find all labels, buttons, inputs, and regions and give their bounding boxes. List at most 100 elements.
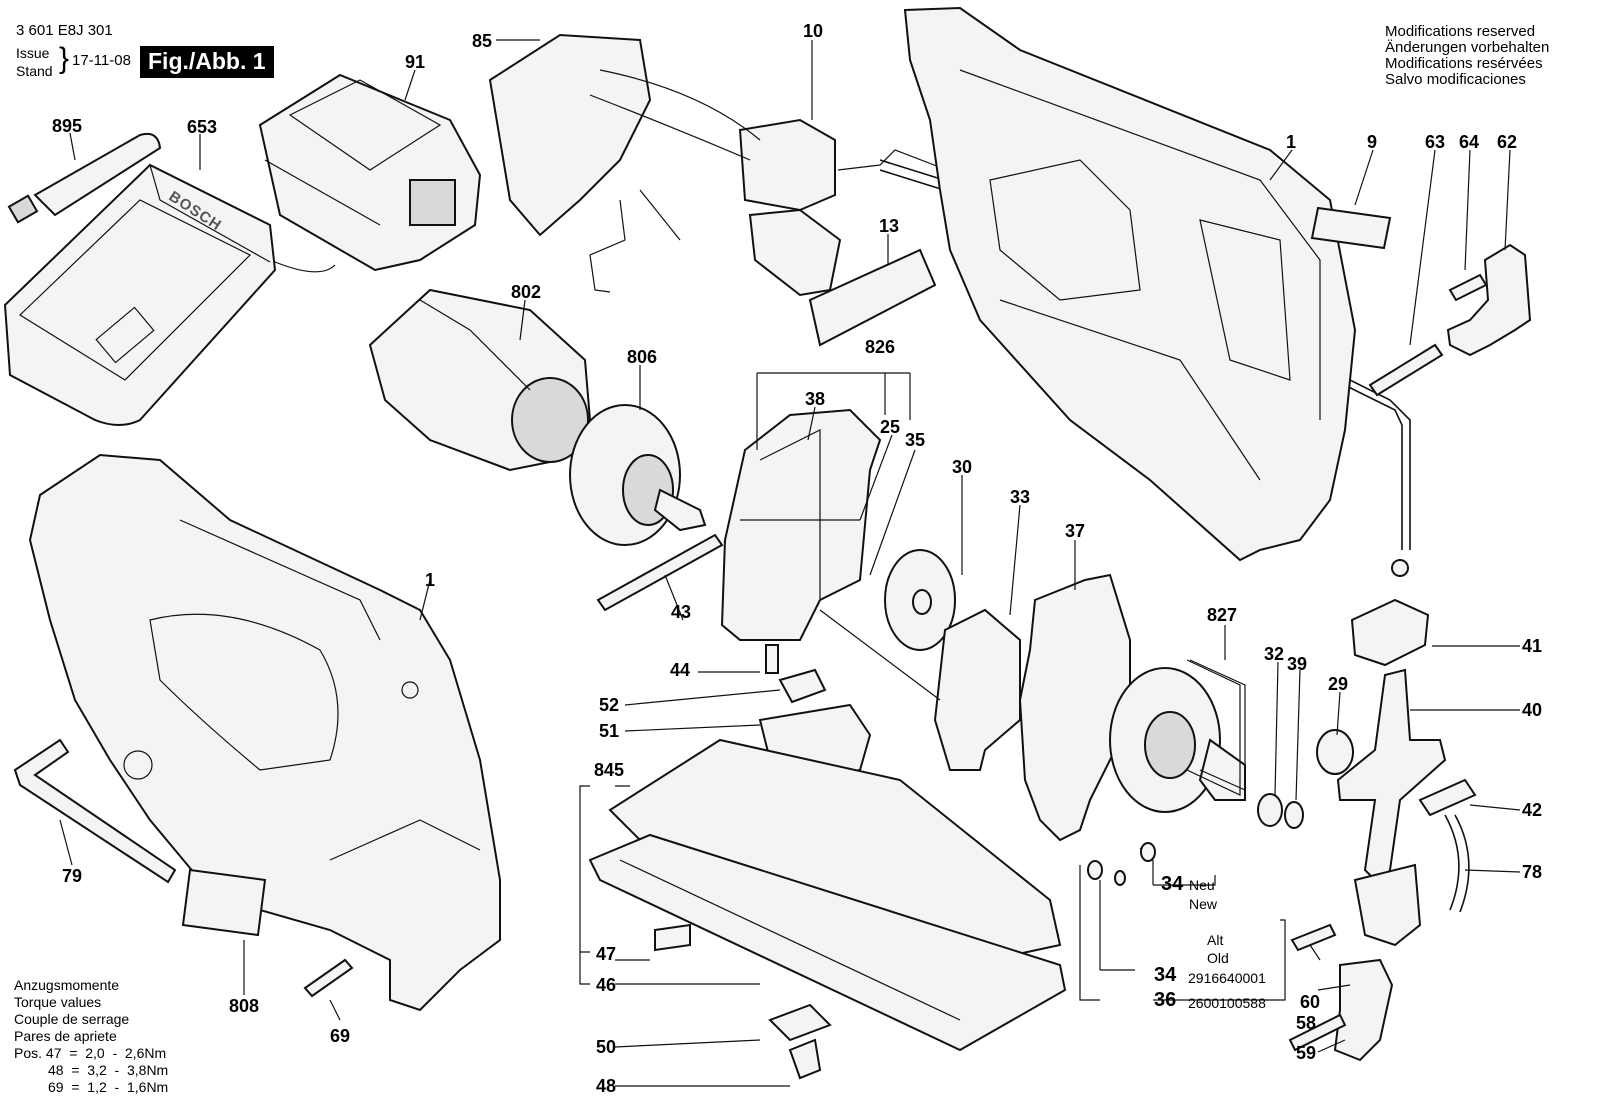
part-label-35: 35 [905,430,926,450]
part-34-old-code: 2916640001 [1188,970,1266,986]
part-label-32: 32 [1264,644,1285,664]
part-label-845: 845 [594,760,625,780]
pin-59-drawing [1288,1013,1347,1052]
part-label-38: 38 [805,389,826,409]
part-label-60: 60 [1300,992,1321,1012]
gasket-drawing [933,608,1021,771]
gear-drawing [1109,659,1246,813]
base-plate-drawing [588,738,1067,1080]
part-34-new-en: New [1189,896,1218,912]
part-label-52: 52 [599,695,620,715]
part-label-39: 39 [1287,654,1308,674]
part-label-827: 827 [1207,605,1238,625]
torque-row-69: 69 = 1,2 - 1,6Nm [48,1079,169,1095]
issue-label: Issue [16,45,50,61]
part-label-802: 802 [511,282,542,302]
modifications-note-en: Modifications reserved [1385,23,1536,40]
screw-drawing [1448,273,1488,302]
part-label-43: 43 [671,602,692,622]
part-label-1-left: 1 [425,570,436,590]
part-label-34-new: 34 [1161,873,1184,895]
lever-drawing [1446,243,1532,357]
motor-drawing [368,288,592,472]
torque-title-de: Anzugsmomente [14,977,120,993]
part-label-64: 64 [1459,132,1480,152]
battery-drawing [258,73,482,272]
figure-label: Fig./Abb. 1 [140,46,274,78]
part-label-47: 47 [596,944,617,964]
part-label-91: 91 [405,52,426,72]
part-label-9: 9 [1367,132,1378,152]
pin-drawing [1368,343,1444,397]
part-old-en-label: Old [1207,950,1229,966]
part-label-42: 42 [1522,800,1543,820]
plunger-assembly-drawing [1336,668,1477,947]
torque-title-en: Torque values [14,994,102,1010]
part-label-50: 50 [596,1037,617,1057]
label-drawing [1310,206,1392,250]
part-label-41: 41 [1522,636,1543,656]
plate-drawing [1018,573,1131,842]
part-label-895: 895 [52,116,83,136]
part-old-alt-label: Alt [1207,932,1224,948]
washer-32-drawing [1257,793,1283,827]
torque-title-es: Pares de apriete [14,1028,117,1044]
part-label-44: 44 [670,660,691,680]
cover-drawing [808,248,937,347]
part-label-29: 29 [1328,674,1349,694]
washer-34-old-drawing [1114,870,1126,886]
part-36-code: 2600100588 [1188,995,1266,1011]
part-label-40: 40 [1522,700,1543,720]
hex-key-drawing [13,738,177,884]
part-label-79: 79 [62,866,83,886]
torque-row-47: Pos. 47 = 2,0 - 2,6Nm [14,1045,167,1061]
grease-tube-drawing [7,132,162,224]
switch-assembly-drawing [488,33,961,297]
part-label-69: 69 [330,1026,351,1046]
part-label-78: 78 [1522,862,1543,882]
screw-69-drawing [303,958,354,998]
part-label-63: 63 [1425,132,1446,152]
part-label-806: 806 [627,347,658,367]
part-label-51: 51 [599,721,620,741]
brace: } [59,42,70,75]
part-34-new-de: Neu [1189,877,1215,893]
part-label-30: 30 [952,457,973,477]
torque-row-48: 48 = 3,2 - 3,8Nm [48,1062,169,1078]
part-label-1-top: 1 [1286,132,1297,152]
part-label-25: 25 [880,417,901,437]
part-label-59: 59 [1296,1043,1317,1063]
issue-date: 17-11-08 [72,52,131,69]
nut-drawing [778,668,827,704]
part-label-34-old: 34 [1154,964,1177,986]
guide-block-drawing [1350,598,1430,667]
washer-34-new-drawing [1140,842,1156,862]
part-label-85: 85 [472,31,493,51]
housing-half-left-drawing [28,453,501,1012]
charger-drawing [3,163,336,426]
part-label-653: 653 [187,117,218,137]
modifications-note-fr: Modifications resérvées [1385,55,1543,72]
part-label-826: 826 [865,337,896,357]
circlip-drawing [1284,801,1304,829]
stand-label: Stand [16,63,53,79]
part-label-13: 13 [879,216,900,236]
fan-drawing [569,404,707,546]
gear-housing-drawing [596,408,882,641]
part-label-33: 33 [1010,487,1031,507]
washer-36-drawing [1087,860,1103,880]
roller-drawing [1316,729,1354,775]
modifications-note-es: Salvo modificaciones [1385,71,1526,88]
part-label-58: 58 [1296,1013,1317,1033]
part-label-808: 808 [229,996,260,1016]
modifications-note-de: Änderungen vorbehalten [1385,39,1550,56]
part-label-10: 10 [803,21,824,41]
pin-44-drawing [765,644,779,674]
housing-half-right-drawing [903,6,1357,562]
part-label-46: 46 [596,975,617,995]
part-label-48: 48 [596,1076,617,1096]
part-label-36: 36 [1154,989,1177,1011]
part-label-37: 37 [1065,521,1086,541]
